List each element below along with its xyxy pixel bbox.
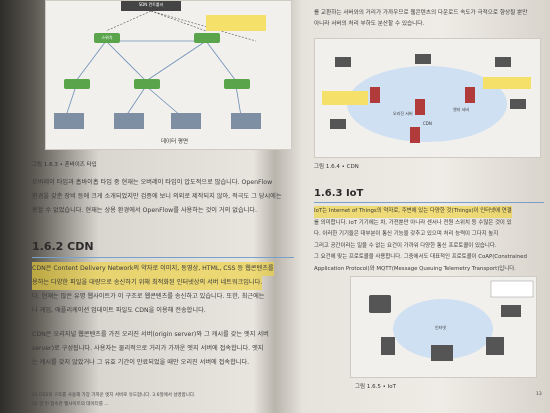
- text-line: 그 요건에 맞는 프로토콜을 사용합니다. 그중에서도 대표적인 프로토콜이 C…: [314, 254, 527, 260]
- iot-diagram: [369, 280, 534, 361]
- hop-by-hop-figure: SDN 컨트롤러 스위치 데이터 평면: [45, 0, 292, 150]
- text-line: 다. 현재는 많은 유명 웹사이트가 이 구조로 웹콘텐츠를 송신하고 있습니다…: [32, 293, 265, 300]
- text-line-highlighted: IoT는 Internet of Things의 약자로, 주변에 있는 다양한…: [314, 206, 512, 218]
- text-line: 그러고 공간이라는 일을 수 없는 요건이 가까워 다양한 통신 프로토콜이 있…: [314, 242, 497, 249]
- text-line-highlighted: CDN은 Content Delivery Network의 약자로 이미지, …: [32, 262, 274, 276]
- section-heading-iot: 1.6.3 IoT: [314, 188, 364, 199]
- text-line: 다. 이러한 기기들은 대부분이 통신 기능을 갖추고 있으며 처리 능력이 그…: [314, 231, 499, 237]
- paragraph-cdn: CDN은 Content Delivery Network의 약자로 이미지, …: [32, 262, 300, 318]
- data-plane-label: 데이터 평면: [161, 139, 189, 145]
- paragraph-overlay: 오버레이 타입과 홉바이홉 타입 중 현재는 오버레이 타입이 압도적으로 많습…: [32, 176, 282, 218]
- internet-label: 인터넷: [435, 325, 447, 330]
- text-line: 오버레이 타입과 홉바이홉 타입 중 현재는 오버레이 타입이 압도적으로 많습…: [32, 179, 273, 186]
- text-line: server)로 구성됩니다. 사용자는 물리적으로 거리가 가까운 엣지 서버…: [32, 345, 264, 352]
- figure-caption: 그림 1.6.4 • CDN: [314, 164, 359, 170]
- left-page: SDN 컨트롤러 스위치 데이터 평면 그림 1.6.3 • 혼바이즈 타입 오…: [32, 0, 300, 407]
- origin-server-label: 오리진 서버: [393, 111, 413, 116]
- network-diagram: [54, 1, 266, 129]
- text-line: CDN은 오리지널 웹콘텐츠를 가진 오리진 서버(origin server)…: [32, 331, 269, 338]
- cdn-label: CDN: [423, 121, 432, 126]
- cdn-diagram: [322, 54, 531, 143]
- text-line-highlighted: 용하는 다양한 파일을 대량으로 송신하기 위해 최적화된 인터넷상의 서버 네…: [32, 276, 263, 290]
- heading-rule: [314, 202, 544, 203]
- page-number: 13: [536, 392, 542, 397]
- sdn-controller-label: SDN 컨트롤러: [138, 2, 164, 7]
- cdn-figure: CDN 오리진 서버 엣지 서버: [314, 38, 541, 158]
- footnote: 25 DSS의 구조를 사용해 가장 가까운 엣지 서버로 유도합니다. 3.6…: [32, 393, 196, 398]
- footnote: 26 한 번 접속한 웹사이트의 데이터를 ...: [32, 402, 109, 407]
- heading-rule: [32, 257, 294, 258]
- paragraph-intro: 를 교환하는 서버와의 거리가 가까우므로 웹콘텐츠의 다운로드 속도가 극적으…: [314, 8, 527, 30]
- text-line: 를 교환하는 서버와의 거리가 가까우므로 웹콘텐츠의 다운로드 속도가 극적으…: [314, 10, 528, 16]
- text-line: 아니라 서버의 처리 부하도 분산할 수 있습니다.: [314, 21, 425, 27]
- text-line: 를 의미합니다. IoT 기기에는 차, 가전뿐만 아니라 센서나 전원 스위치…: [314, 219, 512, 226]
- figure-caption: 그림 1.6.3 • 혼바이즈 타입: [32, 162, 97, 168]
- text-line: 환경을 갖춘 장비 등에 크게 소개되었지만 검증에 보니 의외로 제작되지 않…: [32, 193, 282, 200]
- text-line: 나 게임, 애플리케이션 업데이트 파일도 CDN을 이용해 전송합니다.: [32, 307, 206, 314]
- right-page: 를 교환하는 서버와의 거리가 가까우므로 웹콘텐츠의 다운로드 속도가 극적으…: [300, 0, 550, 413]
- edge-server-label: 엣지 서버: [453, 107, 469, 112]
- text-line: 는 캐시를 갖지 않았거나 그 유효 기간이 만료되었을 때만 오리진 서버에 …: [32, 359, 250, 366]
- switch-label: 스위치: [101, 35, 113, 40]
- paragraph-iot: IoT는 Internet of Things의 약자로, 주변에 있는 다양한…: [314, 206, 527, 275]
- text-line: Application Protocol)와 MQTT(Message Queu…: [314, 265, 516, 272]
- iot-figure: 인터넷: [350, 276, 537, 378]
- figure-caption: 그림 1.6.5 • IoT: [355, 384, 396, 390]
- section-heading-cdn: 1.6.2 CDN: [32, 240, 94, 253]
- text-line: 용할 수 없었습니다. 현재는 상용 환경에서 OpenFlow를 사용하는 것…: [32, 207, 258, 214]
- paragraph-origin: CDN은 오리지널 웹콘텐츠를 가진 오리진 서버(origin server)…: [32, 328, 269, 370]
